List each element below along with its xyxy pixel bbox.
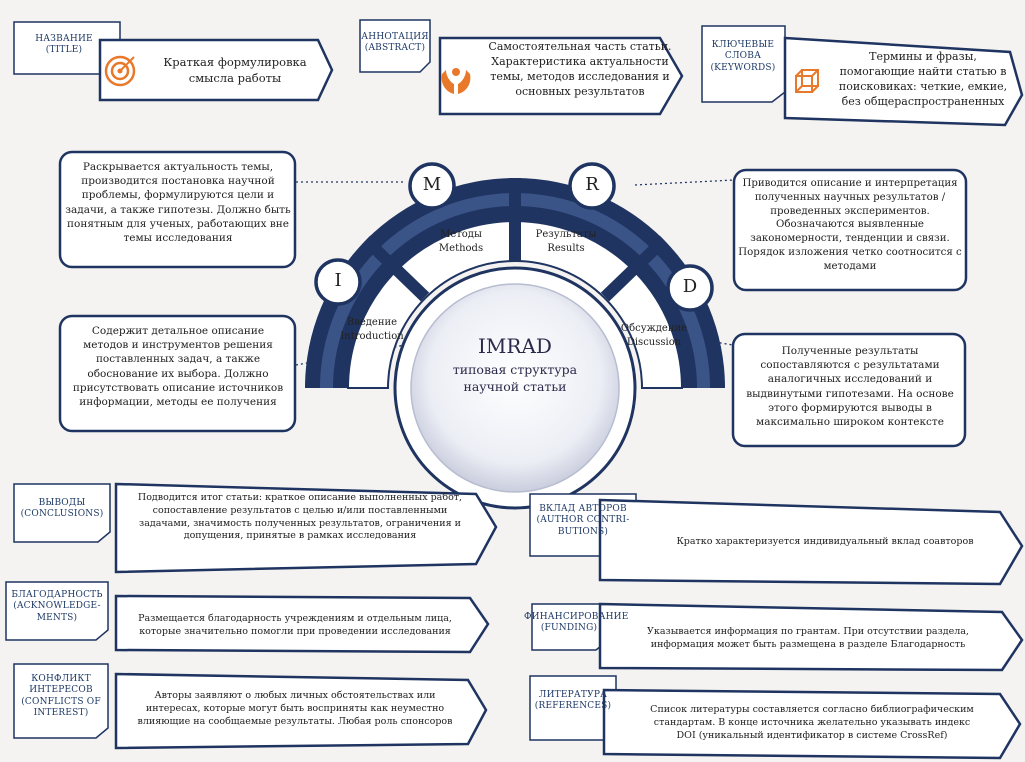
bottom-left-labels bbox=[5, 483, 111, 739]
discussion-note-box bbox=[731, 332, 967, 448]
letter-r: R bbox=[585, 174, 599, 195]
segment-discussion-ru: Обсуждение bbox=[620, 323, 688, 334]
imrad-title: IMRAD bbox=[478, 334, 552, 358]
results-note: Приводится описание и интерпретация полу… bbox=[738, 178, 962, 272]
imrad-arc bbox=[305, 178, 725, 510]
contributions-text: Кратко характеризуется индивидуальный вк… bbox=[676, 536, 974, 547]
keywords-card-shape bbox=[701, 25, 1024, 127]
references-text: Список литературы составляется согласно … bbox=[650, 704, 974, 741]
methods-note: Содержит детальное описание методов и ин… bbox=[72, 325, 284, 408]
segment-introduction: Введение Introduction bbox=[332, 316, 412, 343]
title-label: НАЗВАНИЕ (TITLE) bbox=[35, 34, 93, 56]
funding-label: ФИНАНСИРОВАНИЕ (FUNDING) bbox=[524, 612, 629, 634]
letter-circles bbox=[314, 162, 714, 312]
segment-introduction-ru: Введение bbox=[346, 317, 398, 328]
intro-note: Раскрывается актуальность темы, производ… bbox=[65, 161, 291, 244]
conclusions-label: ВЫВОДЫ (CONCLUSIONS) bbox=[20, 498, 104, 520]
segment-introduction-en: Introduction bbox=[340, 330, 404, 342]
letter-d: D bbox=[682, 276, 698, 297]
segment-methods-en: Methods bbox=[438, 242, 484, 254]
keywords-label: КЛЮЧЕВЫЕ СЛОВА (KEYWORDS) bbox=[710, 40, 776, 73]
segment-results: Результаты Results bbox=[526, 228, 606, 255]
bottom-left-arrows bbox=[114, 482, 498, 750]
imrad-subtitle: типовая структура научной статьи bbox=[452, 362, 578, 394]
keywords-text: Термины и фразы, помогающие найти статью… bbox=[838, 50, 1008, 108]
acknowledgements-text: Размещается благодарность учреждениям и … bbox=[138, 613, 452, 637]
intro-note-box bbox=[58, 150, 297, 269]
results-note-box bbox=[732, 168, 968, 292]
letter-m: M bbox=[422, 174, 442, 195]
methods-note-box bbox=[58, 314, 297, 433]
conclusions-text: Подводится итог статьи: краткое описание… bbox=[137, 492, 463, 542]
abstract-card-shape bbox=[359, 19, 684, 116]
segment-results-ru: Результаты bbox=[535, 229, 597, 240]
segment-methods: Методы Methods bbox=[426, 228, 496, 255]
conflicts-label: КОНФЛИКТ ИНТЕРЕСОВ (CONFLICTS OF INTERES… bbox=[21, 674, 101, 718]
target-icon bbox=[104, 55, 136, 87]
hands-icon bbox=[441, 68, 471, 94]
funding-text: Указывается информация по грантам. При о… bbox=[647, 626, 969, 650]
letter-i: I bbox=[334, 270, 342, 291]
segment-discussion: Обсуждение Discussion bbox=[614, 322, 694, 349]
discussion-note: Полученные результаты сопоставляются с р… bbox=[746, 345, 954, 428]
abstract-label: АННОТАЦИЯ (ABSTRACT) bbox=[361, 32, 429, 54]
cube-icon bbox=[795, 69, 819, 93]
title-text: Краткая формулировка смысла работы bbox=[163, 55, 307, 85]
acknowledgements-label: БЛАГОДАРНОСТЬ (ACKNOWLEDGE- MENTS) bbox=[11, 590, 103, 623]
title-card-shape bbox=[13, 21, 334, 102]
segment-discussion-en: Discussion bbox=[626, 336, 682, 348]
conflicts-text: Авторы заявляют о любых личных обстоятел… bbox=[137, 690, 453, 727]
segment-results-en: Results bbox=[547, 242, 585, 254]
segment-methods-ru: Методы bbox=[440, 229, 482, 240]
bottom-right-arrows bbox=[598, 498, 1024, 760]
references-label: ЛИТЕРАТУРА (REFERENCES) bbox=[534, 690, 612, 712]
contributions-label: ВКЛАД АВТОРОВ (AUTHOR CONTRI- BUTIONS) bbox=[536, 504, 630, 537]
abstract-text: Самостоятельная часть статьи. Характерис… bbox=[488, 40, 672, 98]
